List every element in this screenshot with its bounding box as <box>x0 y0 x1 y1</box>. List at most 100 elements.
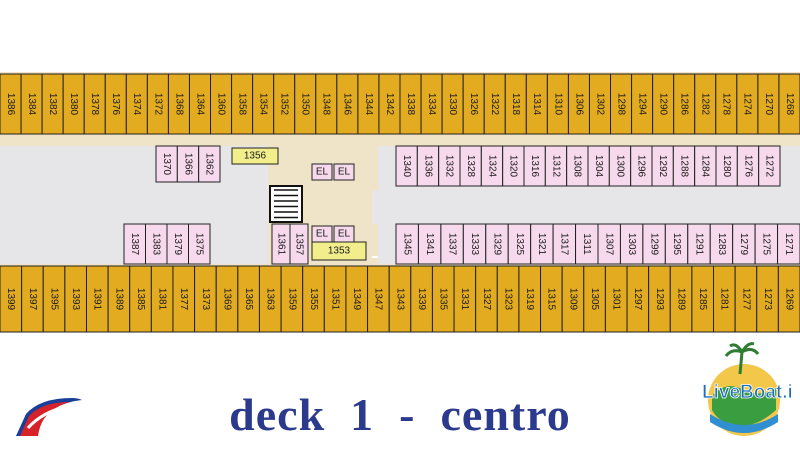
elevator <box>333 163 355 181</box>
bottom-outer-cabin-number: 1399 <box>5 288 16 311</box>
bottom-outer-cabin-number: 1373 <box>200 288 211 311</box>
bottom-outer-cabin-number: 1365 <box>243 288 254 311</box>
bottom-inner-right-cabin-number: 1317 <box>559 233 570 256</box>
top-outer-cabin-number: 1298 <box>615 93 626 116</box>
top-inner-right-cabin-number: 1296 <box>636 155 647 178</box>
bottom-inner-mid-cabin <box>289 223 309 265</box>
bottom-inner-right-cabin-number: 1295 <box>671 233 682 256</box>
bottom-outer-cabin-number: 1343 <box>394 288 405 311</box>
top-inner-right-cabin-number: 1276 <box>742 155 753 178</box>
bottom-outer-cabin-number: 1327 <box>481 288 492 311</box>
bottom-outer-cabin-number: 1335 <box>438 288 449 311</box>
top-outer-cabin-number: 1270 <box>763 93 774 116</box>
bottom-inner-left-cabin-number: 1387 <box>129 233 140 256</box>
bottom-inner-right-cabin-number: 1325 <box>514 233 525 256</box>
top-inner-right-cabin-number: 1292 <box>657 155 668 178</box>
elevator <box>333 225 355 243</box>
top-outer-cabin-number: 1326 <box>468 93 479 116</box>
top-inner-left-cabin-number: 1370 <box>161 153 172 176</box>
bottom-outer-cabin-number: 1273 <box>762 288 773 311</box>
elevator <box>311 163 333 181</box>
elevator-label: EL <box>316 229 329 240</box>
top-outer-cabin-number: 1364 <box>194 93 205 116</box>
bottom-inner-right-cabin-number: 1299 <box>648 233 659 256</box>
top-outer-cabin-number: 1360 <box>215 93 226 116</box>
top-outer-cabin-number: 1350 <box>300 93 311 116</box>
top-outer-cabin-number: 1278 <box>721 93 732 116</box>
bottom-outer-cabin-number: 1301 <box>611 288 622 311</box>
bottom-inner-right-cabin-number: 1275 <box>761 233 772 256</box>
bottom-inner-right-cabin-number: 1345 <box>402 233 413 256</box>
bottom-inner-right-cabin-number: 1333 <box>469 233 480 256</box>
bottom-inner-left-cabin-number: 1375 <box>194 233 205 256</box>
top-inner-right-cabin-number: 1332 <box>444 155 455 178</box>
top-outer-cabin-number: 1290 <box>658 93 669 116</box>
elevator <box>311 225 333 243</box>
bottom-outer-cabin-number: 1369 <box>221 288 232 311</box>
bottom-inner-left-cabin-number: 1383 <box>151 233 162 256</box>
top-inner-right-cabin-number: 1288 <box>678 155 689 178</box>
island-land-shape <box>712 386 776 427</box>
top-inner-right-cabin-number: 1328 <box>465 155 476 178</box>
top-outer-cabin-number: 1376 <box>110 93 121 116</box>
top-outer-cabin <box>778 73 800 135</box>
top-outer-cabin-number: 1380 <box>68 93 79 116</box>
top-inner-right-cabin-number: 1304 <box>593 155 604 178</box>
top-outer-cabin-number: 1318 <box>510 93 521 116</box>
bottom-inner-mid-cabin-number: 1357 <box>293 233 304 256</box>
bottom-outer-cabin-number: 1293 <box>654 288 665 311</box>
top-inner-right-cabin-number: 1316 <box>529 155 540 178</box>
top-inner-right-cabin-number: 1320 <box>508 155 519 178</box>
bottom-outer-cabin-number: 1289 <box>675 288 686 311</box>
bottom-outer-cabin-number: 1347 <box>373 288 384 311</box>
bottom-outer-cabin-number: 1391 <box>92 288 103 311</box>
top-outer-cabin-number: 1302 <box>594 93 605 116</box>
bottom-outer-cabin-number: 1309 <box>567 288 578 311</box>
bottom-inner-right-cabin-number: 1329 <box>491 233 502 256</box>
bottom-outer-cabin-number: 1397 <box>27 288 38 311</box>
sea-wave-shape <box>710 414 778 433</box>
special-room-number: 1356 <box>244 151 267 162</box>
top-inner-right-cabin-number: 1280 <box>721 155 732 178</box>
top-outer-cabin-number: 1348 <box>321 93 332 116</box>
bottom-inner-right-cabin-number: 1271 <box>783 233 794 256</box>
bottom-outer-cabin-number: 1319 <box>524 288 535 311</box>
bottom-inner-right-cabin-number: 1321 <box>536 233 547 256</box>
top-outer-cabin-number: 1334 <box>426 93 437 116</box>
top-outer-cabin-number: 1274 <box>742 93 753 116</box>
carnival-funnel-logo <box>16 398 82 436</box>
top-inner-left-cabin <box>198 145 221 183</box>
top-inner-right-cabin-number: 1324 <box>486 155 497 178</box>
bottom-inner-left-cabin-number: 1379 <box>172 233 183 256</box>
top-outer-cabin-number: 1354 <box>258 93 269 116</box>
bottom-outer-cabin-number: 1359 <box>286 288 297 311</box>
bottom-outer-cabin-number: 1277 <box>740 288 751 311</box>
bottom-outer-cabin-number: 1297 <box>632 288 643 311</box>
top-outer-cabin-number: 1314 <box>531 93 542 116</box>
top-inner-right-cabin-number: 1300 <box>614 155 625 178</box>
liveboat-logo: LiveBoat.it <box>702 342 792 436</box>
stairs-icon <box>269 185 303 223</box>
bottom-outer-cabin-number: 1339 <box>416 288 427 311</box>
top-inner-right-cabin-number: 1336 <box>422 155 433 178</box>
bottom-outer-cabin-number: 1351 <box>329 288 340 311</box>
palm-tree-icon <box>724 342 760 375</box>
top-outer-cabin-number: 1358 <box>236 93 247 116</box>
bottom-outer-cabin-number: 1363 <box>265 288 276 311</box>
top-outer-cabin-number: 1378 <box>89 93 100 116</box>
bottom-outer-cabin-number: 1315 <box>546 288 557 311</box>
bottom-outer-cabin-number: 1393 <box>70 288 81 311</box>
bottom-inner-right-cabin-number: 1283 <box>716 233 727 256</box>
top-outer-cabin-number: 1322 <box>489 93 500 116</box>
top-outer-cabin-number: 1330 <box>447 93 458 116</box>
elevator-label: EL <box>316 167 329 178</box>
elevator-label: EL <box>338 167 351 178</box>
top-inner-right-cabin-number: 1272 <box>764 155 775 178</box>
bottom-outer-cabin-number: 1395 <box>48 288 59 311</box>
top-outer-cabin-number: 1374 <box>131 93 142 116</box>
top-outer-cabin-number: 1268 <box>784 93 795 116</box>
bottom-outer-cabin-number: 1331 <box>459 288 470 311</box>
top-outer-cabin-number: 1352 <box>279 93 290 116</box>
top-outer-cabin-number: 1384 <box>26 93 37 116</box>
